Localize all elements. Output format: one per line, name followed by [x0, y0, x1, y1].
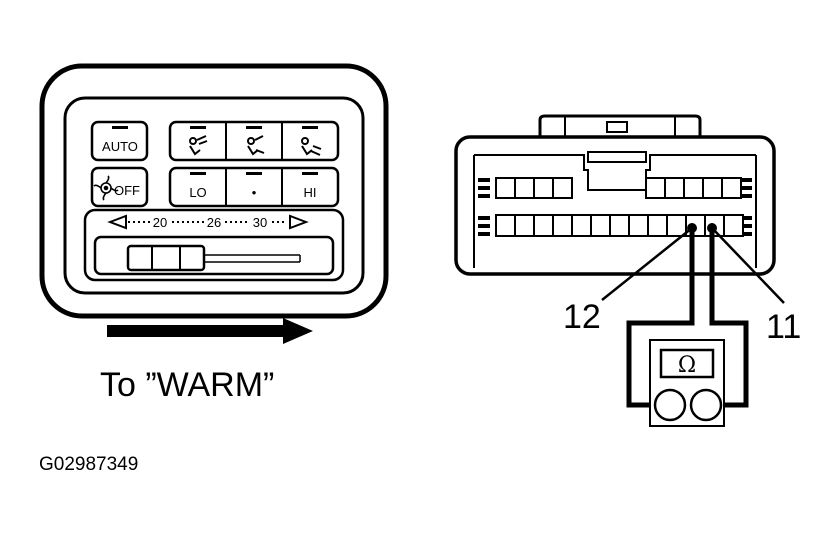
pin-cavity [723, 214, 744, 237]
pin-cavity [666, 214, 687, 237]
pin-cavity [590, 214, 611, 237]
temperature-slider-knob[interactable] [126, 244, 206, 272]
fan-mid-button[interactable]: • [246, 172, 262, 200]
ohmmeter-symbol: Ω [678, 353, 696, 378]
pin-cavity [647, 214, 668, 237]
temp-mark-30: 30 [253, 215, 267, 230]
pin-cavity [683, 177, 704, 199]
pin-cavity [552, 214, 573, 237]
pin-cavity [571, 214, 592, 237]
pin-cavity [702, 177, 723, 199]
pin-cavity [609, 214, 630, 237]
vent-foot-icon [301, 137, 322, 156]
pin-cavity [495, 177, 516, 199]
meter-probe-wires [626, 228, 749, 408]
auto-button-label: AUTO [102, 139, 138, 154]
mode-bilevel-button[interactable] [246, 126, 265, 156]
pin-cavity [533, 214, 554, 237]
ohmmeter-terminal-right [689, 388, 723, 422]
fan-mid-label: • [252, 185, 257, 200]
pin-cavity [628, 214, 649, 237]
pin-cavity [664, 177, 685, 199]
climate-control-panel: AUTO [39, 63, 389, 319]
fan-lo-label: LO [189, 185, 206, 200]
auto-button[interactable]: AUTO [90, 120, 149, 162]
fan-speed-group: LO • HI [168, 166, 340, 208]
pin-cavity [533, 177, 554, 199]
connector-side-notches [478, 178, 752, 236]
temp-mark-20: 20 [153, 215, 167, 230]
cold-arrow-icon [107, 214, 127, 230]
pin-cavity [645, 177, 666, 199]
arrow-right-icon [107, 318, 313, 344]
instruction-text: To ”WARM” [100, 366, 274, 404]
pin-12-leader [601, 227, 693, 301]
temperature-control: 20 26 30 [83, 208, 345, 282]
pin-11-label: 11 [766, 308, 801, 346]
pin-cavity [514, 214, 535, 237]
vent-bilevel-icon [247, 135, 265, 156]
pin-cavity [721, 177, 742, 199]
pin-12-label: 12 [563, 298, 601, 336]
ohmmeter-display [659, 348, 715, 379]
fan-icon [93, 175, 119, 201]
pin-11-leader [711, 227, 785, 304]
temperature-scale: 20 26 30 [107, 214, 309, 230]
mode-foot-button[interactable] [301, 126, 322, 156]
mode-button-group [168, 120, 340, 162]
fan-off-button[interactable]: OFF [90, 166, 149, 208]
temp-mark-26: 26 [207, 215, 221, 230]
pin-cavity [552, 177, 573, 199]
ohmmeter-icon: Ω [649, 339, 725, 427]
ohmmeter-terminal-left [653, 388, 687, 422]
fan-hi-label: HI [304, 185, 317, 200]
fan-off-label: OFF [114, 183, 140, 198]
connector [454, 114, 776, 276]
mode-face-button[interactable] [189, 126, 208, 156]
warm-arrow-icon [289, 214, 309, 230]
figure-id: G02987349 [39, 454, 138, 475]
pin-cavity [514, 177, 535, 199]
vent-face-icon [189, 135, 208, 156]
pin-cavity [495, 214, 516, 237]
fan-hi-button[interactable]: HI [302, 172, 318, 200]
fan-lo-button[interactable]: LO [189, 172, 207, 200]
